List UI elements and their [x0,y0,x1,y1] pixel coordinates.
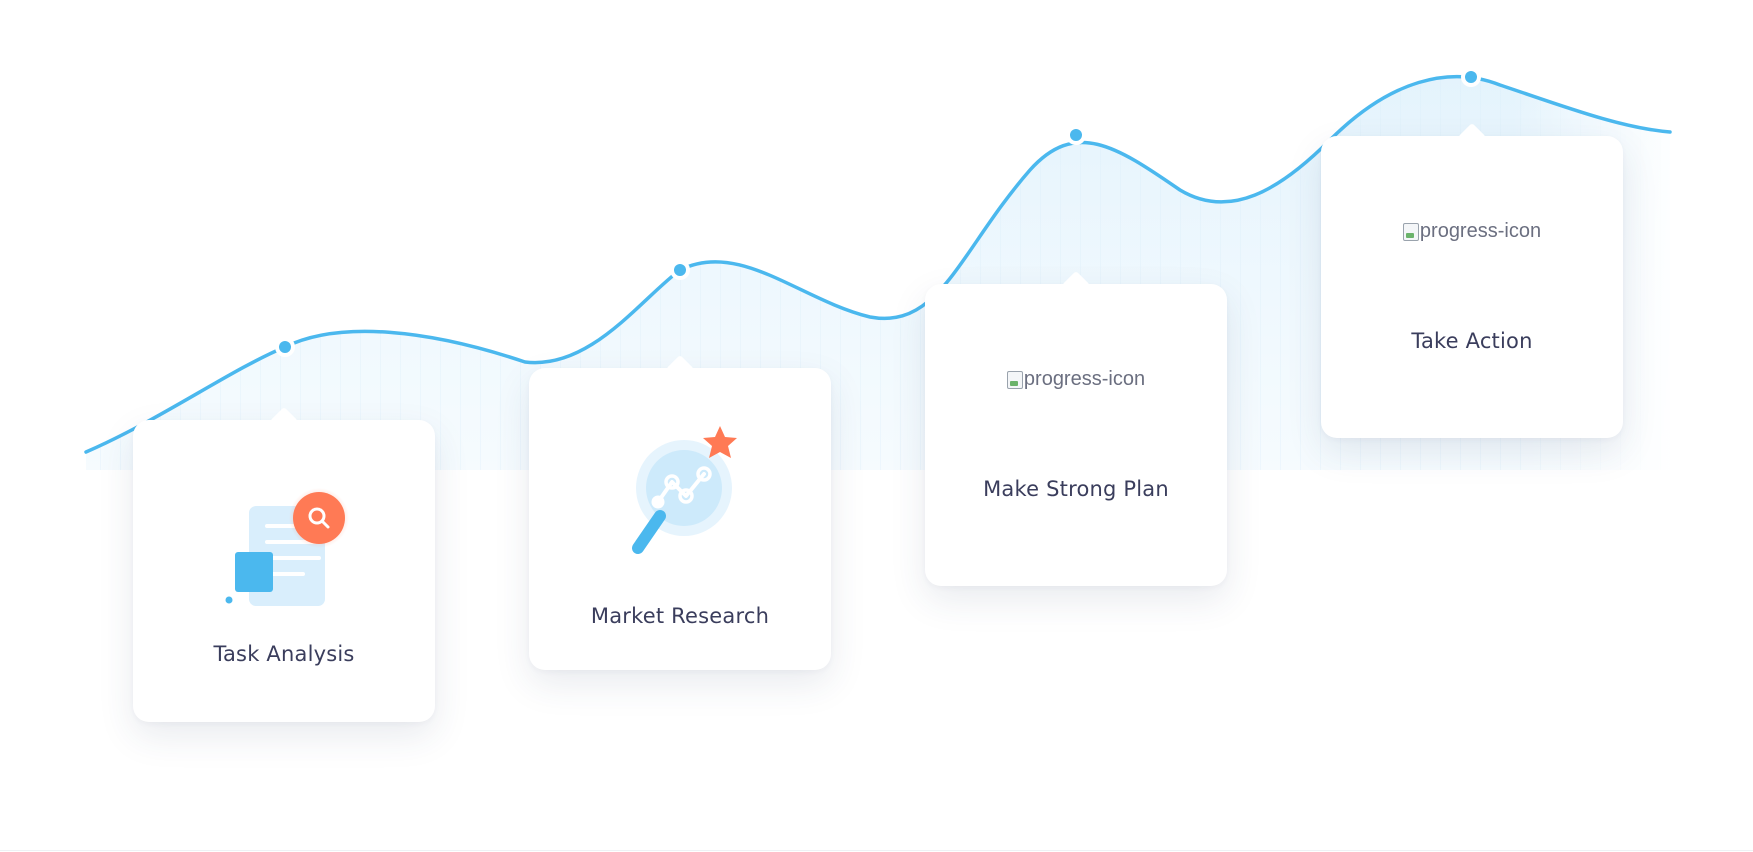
step-label: Take Action [1411,329,1533,353]
progress-icon: progress-icon [1321,220,1623,243]
step-label: Task Analysis [213,642,355,666]
task-analysis-icon [133,488,435,608]
step-label: Market Research [590,604,770,628]
step-label: Make Strong Plan [983,477,1169,501]
step-card-task-analysis: Task Analysis [133,420,435,722]
section-divider [0,850,1753,851]
wave-marker-4 [1461,67,1481,87]
progress-icon-alt-text: progress-icon [1023,368,1146,390]
wave-marker-2 [670,260,690,280]
progress-icon: progress-icon [925,368,1227,391]
step-card-take-action: progress-icon Take Action [1321,136,1623,438]
step-card-market-research: Market Research [529,368,831,670]
step-card-make-strong-plan: progress-icon Make Strong Plan [925,284,1227,586]
wave-marker-3 [1066,125,1086,145]
wave-marker-1 [275,337,295,357]
market-research-icon [529,424,831,564]
progress-icon-alt-text: progress-icon [1419,220,1542,242]
